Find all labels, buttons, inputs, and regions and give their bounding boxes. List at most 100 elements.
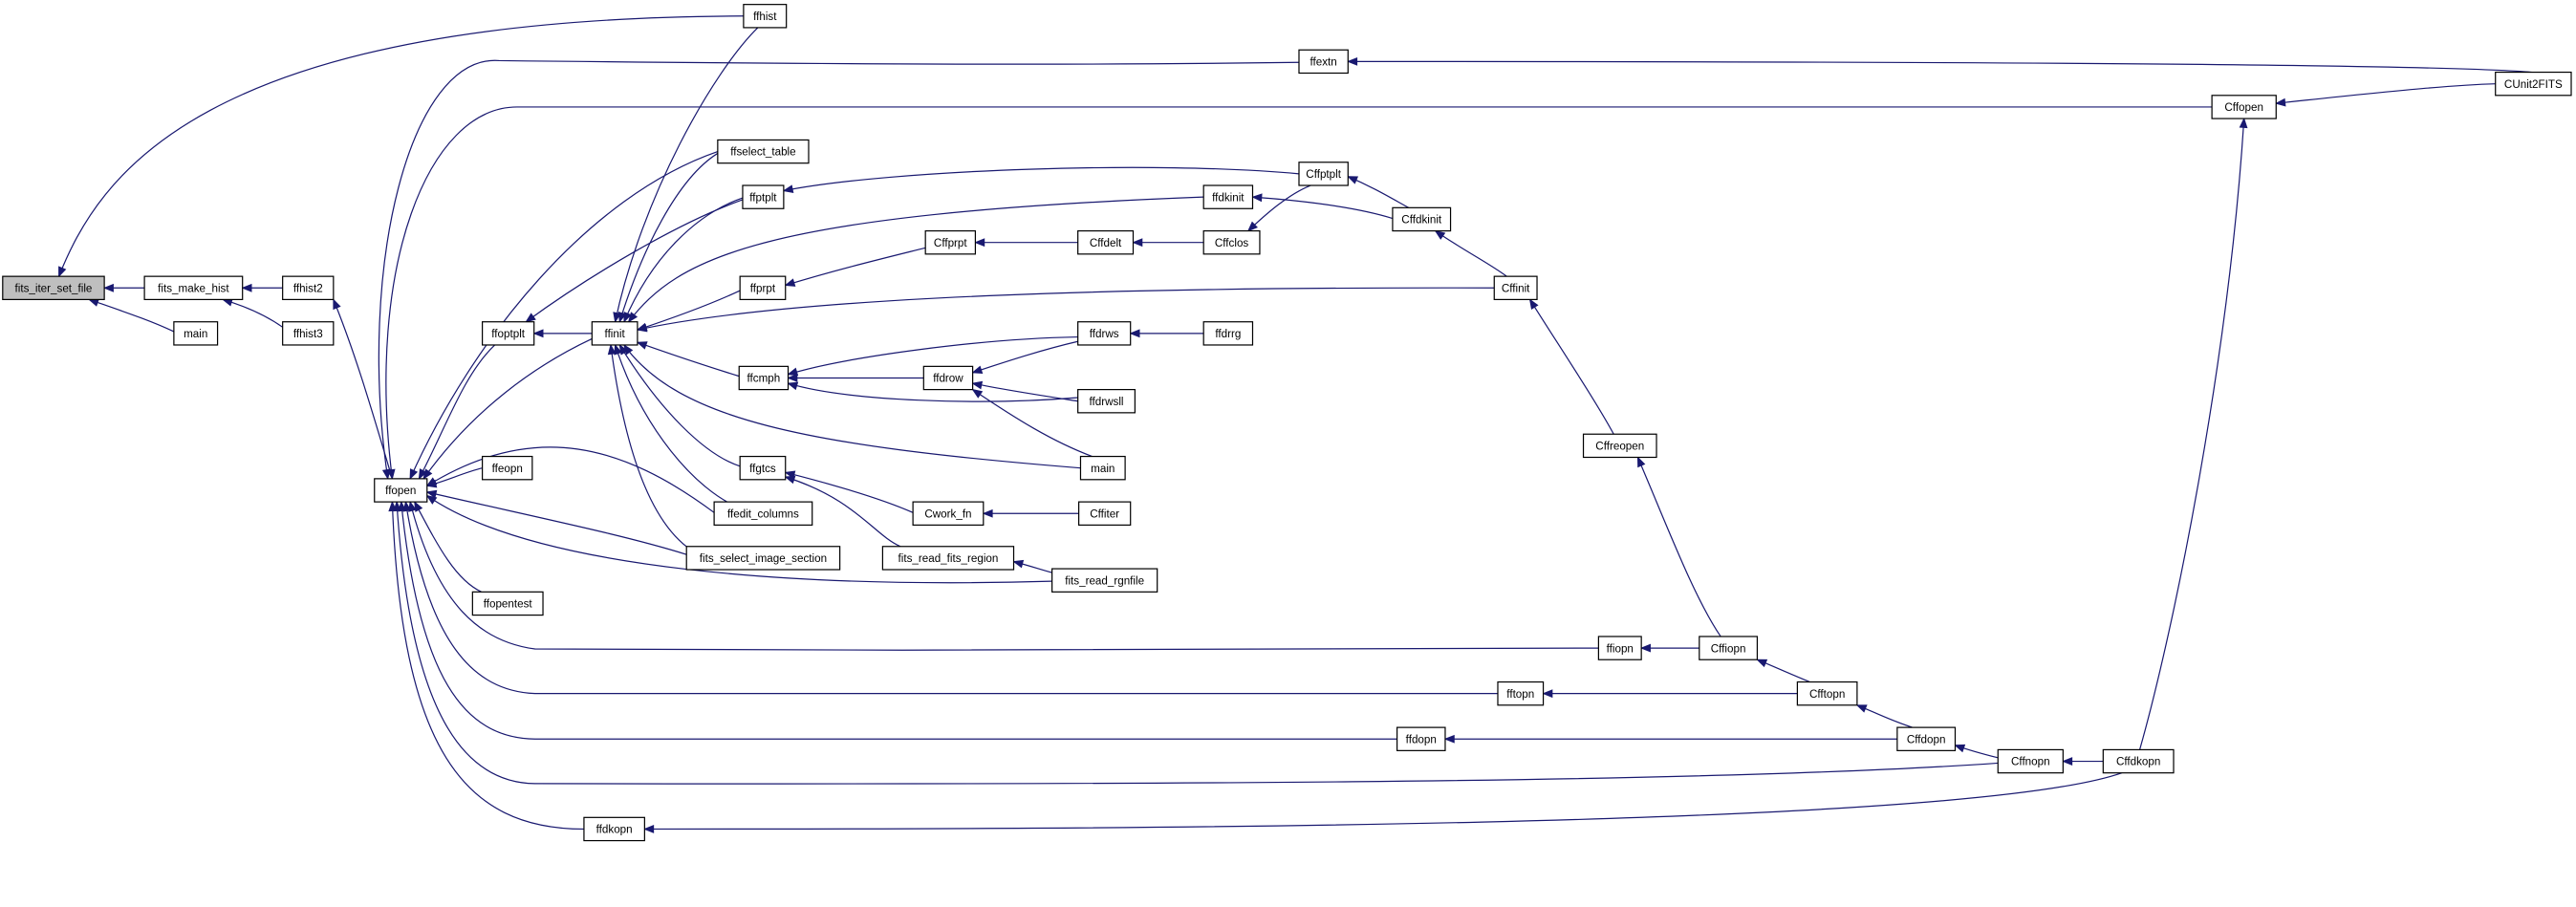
node-Cffdkinit[interactable]: Cffdkinit xyxy=(1392,206,1452,232)
node-label: ffiopn xyxy=(1607,642,1634,655)
edge-line xyxy=(1636,457,1721,637)
node-ffhist2[interactable]: ffhist2 xyxy=(282,275,335,301)
node-label: ffdrws xyxy=(1090,328,1119,340)
node-box xyxy=(482,321,535,346)
node-label: ffdrwsll xyxy=(1090,396,1124,408)
edge-line xyxy=(972,382,1078,402)
node-Cwork-fn[interactable]: Cwork_fn xyxy=(912,501,985,526)
arrowhead xyxy=(636,323,648,333)
node-Cffdelt[interactable]: Cffdelt xyxy=(1077,229,1135,255)
edge-fits_make_hist-calls-fits_iter_set_file xyxy=(102,283,145,292)
arrowhead xyxy=(422,468,433,480)
node-fits-iter-set-file[interactable]: fits_iter_set_file xyxy=(2,275,105,301)
node-ffedit-columns[interactable]: ffedit_columns xyxy=(713,501,813,526)
node-label: ffoptplt xyxy=(491,328,526,340)
node-ffopentest[interactable]: ffopentest xyxy=(471,591,544,616)
arrowhead xyxy=(241,283,252,292)
node-ffiopn[interactable]: ffiopn xyxy=(1597,636,1642,660)
node-ffhist3[interactable]: ffhist3 xyxy=(282,321,335,346)
edge-ffdrrg-calls-ffdrws xyxy=(1129,329,1204,338)
arrowhead xyxy=(971,365,984,374)
node-label: ffextn xyxy=(1310,56,1337,69)
arrowhead xyxy=(414,501,423,512)
node-ffextn[interactable]: ffextn xyxy=(1298,49,1349,75)
node-ffdrrg[interactable]: ffdrrg xyxy=(1202,321,1254,346)
edge-Cffdelt-calls-Cffprpt xyxy=(974,238,1078,248)
node-Cffptplt[interactable]: Cffptplt xyxy=(1298,162,1349,186)
node-Cffopen[interactable]: Cffopen xyxy=(2211,95,2277,119)
node-Cffprpt[interactable]: Cffprpt xyxy=(924,229,977,255)
arrowhead xyxy=(425,494,438,505)
node-label: ffgtcs xyxy=(749,463,776,475)
node-CUnit2FITS[interactable]: CUnit2FITS xyxy=(2495,71,2572,97)
node-fits-read-rgnfile[interactable]: fits_read_rgnfile xyxy=(1051,568,1158,593)
edge-ffiopn-calls-ffopen xyxy=(408,500,1599,651)
edge-line xyxy=(785,471,914,513)
edge-line xyxy=(783,166,1300,192)
node-Cffiopn[interactable]: Cffiopn xyxy=(1699,636,1759,660)
node-Cffdopn[interactable]: Cffdopn xyxy=(1896,726,1957,751)
edge-line xyxy=(391,502,584,831)
arrowhead xyxy=(643,825,655,833)
node-Cffinit[interactable]: Cffinit xyxy=(1493,275,1538,301)
node-ffdkopn[interactable]: ffdkopn xyxy=(583,816,645,842)
node-Cffdkopn[interactable]: Cffdkopn xyxy=(2102,748,2175,774)
node-box xyxy=(482,455,533,481)
node-box xyxy=(1582,433,1657,459)
node-box xyxy=(471,591,544,616)
edge-ffinit-calls-ffopen xyxy=(422,337,593,480)
edge-ffdkopn-calls-ffopen xyxy=(388,500,584,831)
node-ffdrow[interactable]: ffdrow xyxy=(922,365,974,391)
node-ffselect-table[interactable]: ffselect_table xyxy=(717,139,810,164)
edge-line xyxy=(378,59,1299,479)
node-ffprpt[interactable]: ffprpt xyxy=(739,275,787,301)
node-label: Cffclos xyxy=(1215,237,1249,249)
arrowhead xyxy=(782,184,794,194)
node-ffdrwsll[interactable]: ffdrwsll xyxy=(1077,388,1136,414)
node-Cffiter[interactable]: Cffiter xyxy=(1077,501,1132,526)
node-fftopn[interactable]: fftopn xyxy=(1497,680,1545,706)
arrowhead xyxy=(409,468,419,481)
node-box xyxy=(739,455,787,481)
node-ffopen[interactable]: ffopen xyxy=(374,478,428,503)
node-fits-read-fits-region[interactable]: fits_read_fits_region xyxy=(881,546,1015,571)
edge-Cffreopen-calls-Cffinit xyxy=(1528,298,1614,435)
node-ffcmph[interactable]: ffcmph xyxy=(738,365,790,391)
arrowhead xyxy=(408,500,417,512)
node-Cffreopen[interactable]: Cffreopen xyxy=(1582,433,1657,459)
arrowhead xyxy=(1756,659,1768,668)
node-label: ffdkinit xyxy=(1212,191,1245,204)
edge-Cffinit-calls-ffinit xyxy=(636,287,1495,333)
arrowhead xyxy=(1434,229,1446,240)
edge-Cfftopn-calls-fftopn xyxy=(1542,689,1798,699)
node-ffinit[interactable]: ffinit xyxy=(591,321,639,346)
edge-line xyxy=(396,502,1999,785)
node-Cffclos[interactable]: Cffclos xyxy=(1202,229,1261,255)
node-box xyxy=(2495,71,2572,97)
node-ffeopn[interactable]: ffeopn xyxy=(482,455,533,481)
arrowhead xyxy=(787,381,799,391)
node-ffdrws[interactable]: ffdrws xyxy=(1077,321,1132,346)
arrowhead xyxy=(418,468,427,480)
node-ffdkinit[interactable]: ffdkinit xyxy=(1202,184,1254,209)
node-Cffnopn[interactable]: Cffnopn xyxy=(1997,748,2064,774)
edge-line xyxy=(409,501,1599,651)
edge-line xyxy=(972,340,1078,374)
node-main-a[interactable]: main xyxy=(173,321,219,346)
edge-line xyxy=(788,335,1078,376)
edge-line xyxy=(426,491,687,555)
arrowhead xyxy=(425,477,438,487)
node-ffoptplt[interactable]: ffoptplt xyxy=(482,321,535,346)
node-main-b[interactable]: main xyxy=(1079,455,1126,481)
node-label: ffhist3 xyxy=(293,328,323,340)
node-fits-select-image-section[interactable]: fits_select_image_section xyxy=(685,546,841,571)
node-ffgtcs[interactable]: ffgtcs xyxy=(739,455,787,481)
node-ffdopn[interactable]: ffdopn xyxy=(1396,726,1446,751)
node-fits-make-hist[interactable]: fits_make_hist xyxy=(143,275,244,301)
node-ffptplt[interactable]: ffptplt xyxy=(742,184,785,209)
edge-ffdrow-calls-ffcmph xyxy=(787,374,924,382)
edge-line xyxy=(333,299,393,480)
node-Cfftopn[interactable]: Cfftopn xyxy=(1796,680,1858,706)
edge-Cffprpt-calls-ffprpt xyxy=(784,247,926,287)
node-ffhist[interactable]: ffhist xyxy=(743,4,788,29)
